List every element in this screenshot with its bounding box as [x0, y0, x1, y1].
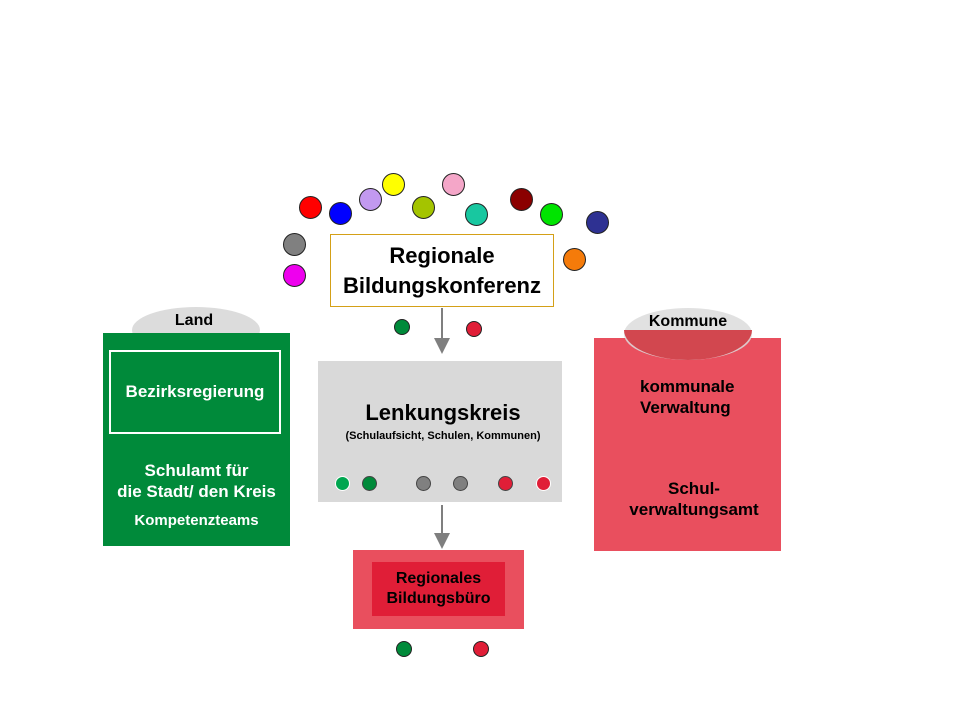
participant-circle — [359, 188, 382, 211]
kommunale-verwaltung-line1: kommunale — [640, 377, 735, 396]
participant-circle — [382, 173, 405, 196]
participant-circle — [412, 196, 435, 219]
lenkungskreis-member-dot — [362, 476, 377, 491]
regionale-bildungskonferenz-box: Regionale Bildungskonferenz — [330, 234, 554, 307]
lenkungskreis-member-dot — [536, 476, 551, 491]
kommunale-verwaltung-line2: Verwaltung — [640, 398, 731, 417]
participant-circle — [510, 188, 533, 211]
conference-title-line2: Bildungskonferenz — [342, 272, 541, 298]
schulverwaltungsamt-line2: verwaltungsamt — [629, 500, 759, 519]
lenkungskreis-member-dot — [453, 476, 468, 491]
participant-circle — [465, 203, 488, 226]
land-label: Land — [174, 312, 214, 329]
lenkungskreis-member-dot — [498, 476, 513, 491]
participant-circle — [299, 196, 322, 219]
bildungsbuero-line2: Bildungsbüro — [386, 590, 491, 607]
lenkungskreis-subtitle: (Schulaufsicht, Schulen, Kommunen) — [345, 430, 541, 442]
lenkungskreis-title: Lenkungskreis — [365, 400, 521, 425]
bezirksregierung-box: Bezirksregierung — [109, 350, 281, 434]
schulamt-line1: Schulamt für — [144, 461, 249, 480]
schulverwaltungsamt-line1: Schul- — [668, 479, 720, 498]
schulamt-label: Schulamt für die Stadt/ den Kreis — [103, 460, 290, 502]
schulverwaltungsamt-label: Schul- verwaltungsamt — [594, 478, 794, 520]
participant-circle — [283, 233, 306, 256]
kommunale-verwaltung-label: kommunale Verwaltung — [640, 376, 780, 418]
land-box — [103, 333, 290, 546]
participant-circle — [540, 203, 563, 226]
bildungsbuero-staff-dot — [473, 641, 489, 657]
conference-title-line1: Regionale — [389, 242, 495, 268]
conference-representative-dot — [466, 321, 482, 337]
bildungsbuero-staff-dot — [396, 641, 412, 657]
lenkungskreis-member-dot — [335, 476, 350, 491]
lenkungskreis-box — [318, 361, 562, 502]
participant-circle — [329, 202, 352, 225]
kompetenzteams-label: Kompetenzteams — [134, 512, 259, 529]
participant-circle — [283, 264, 306, 287]
participant-circle — [563, 248, 586, 271]
participant-circle — [442, 173, 465, 196]
lenkungskreis-member-dot — [416, 476, 431, 491]
kommune-box — [594, 338, 781, 551]
participant-circle — [586, 211, 609, 234]
kommune-label: Kommune — [648, 313, 728, 330]
bildungsbuero-inner-box: Regionales Bildungsbüro — [372, 562, 505, 616]
bezirksregierung-label: Bezirksregierung — [125, 382, 265, 401]
schulamt-line2: die Stadt/ den Kreis — [117, 482, 276, 501]
bildungsbuero-line1: Regionales — [395, 570, 482, 587]
conference-representative-dot — [394, 319, 410, 335]
